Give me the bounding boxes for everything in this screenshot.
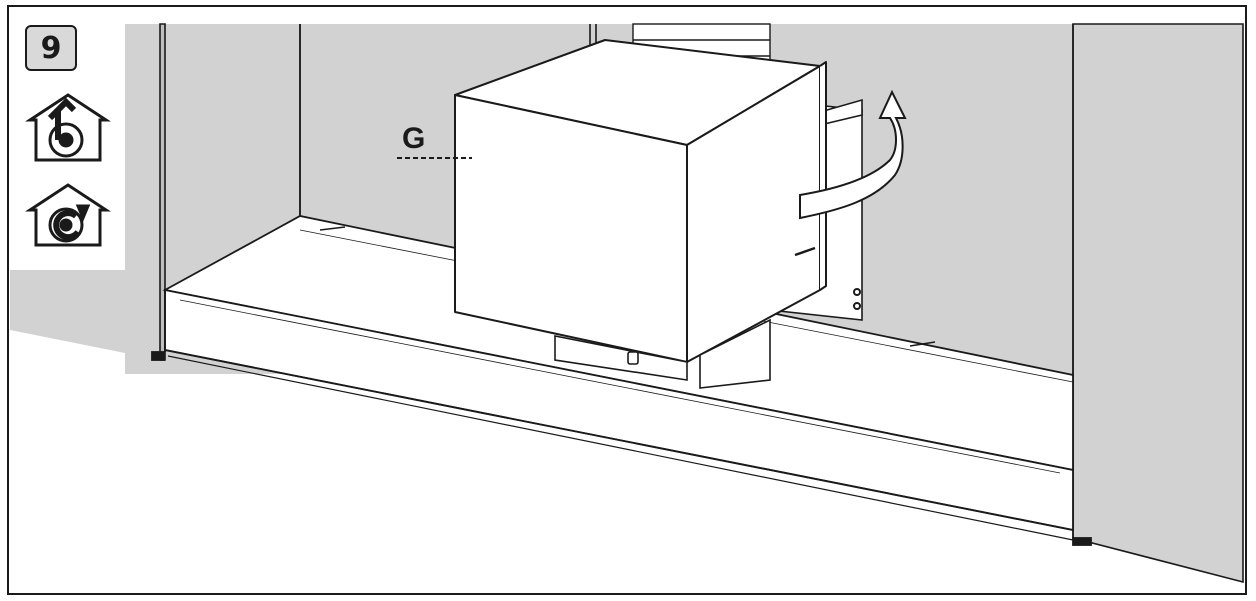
part-g-callout: G [397, 122, 472, 159]
rotation-arrow-icon [799, 89, 907, 220]
step-badge: 9 [25, 25, 77, 71]
right-cabinet [1072, 23, 1244, 584]
part-g-label: G [402, 122, 425, 155]
cover-box-g [454, 39, 861, 363]
motor-box [554, 318, 771, 389]
ducted-extraction-icon [24, 93, 112, 162]
recirculation-icon [24, 183, 112, 247]
step-number: 9 [41, 31, 62, 66]
